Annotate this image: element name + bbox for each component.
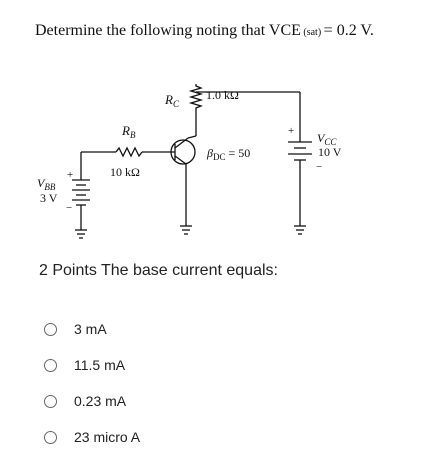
option-0-23ma[interactable]: 0.23 mA bbox=[44, 392, 140, 410]
rc-value: 1.0 kΩ bbox=[206, 88, 239, 102]
option-3ma[interactable]: 3 mA bbox=[44, 320, 140, 338]
question-text-start: Determine the following noting that V bbox=[35, 22, 281, 39]
vcc-ground-symbol bbox=[294, 225, 306, 235]
vcc-plus: + bbox=[288, 125, 294, 137]
radio-button[interactable] bbox=[44, 322, 57, 336]
vbb-battery-symbol bbox=[72, 179, 90, 206]
vbb-label: VBB bbox=[37, 176, 56, 192]
radio-button[interactable] bbox=[44, 394, 57, 408]
answer-options: 3 mA 11.5 mA 0.23 mA 23 micro A bbox=[44, 320, 140, 464]
vcc-battery-symbol bbox=[288, 141, 312, 161]
radio-button[interactable] bbox=[44, 430, 57, 444]
vce-sat-subscript: (sat) bbox=[300, 27, 324, 38]
option-11-5ma[interactable]: 11.5 mA bbox=[44, 356, 140, 374]
vbb-value: 3 V bbox=[40, 191, 58, 205]
vbb-ground-symbol bbox=[75, 229, 87, 239]
vce-label: CE bbox=[280, 22, 301, 39]
rb-resistor-symbol bbox=[115, 146, 143, 158]
question-text: Determine the following noting that VCE … bbox=[35, 22, 374, 40]
rc-resistor-symbol bbox=[188, 84, 204, 110]
option-label: 0.23 mA bbox=[74, 393, 127, 409]
vbb-plus: + bbox=[67, 169, 73, 181]
beta-label: βDC= 50 bbox=[206, 146, 250, 162]
vcc-label: VCC bbox=[317, 131, 337, 147]
rb-value: 10 kΩ bbox=[110, 165, 140, 179]
option-label: 11.5 mA bbox=[74, 357, 126, 373]
vce-value: = 0.2 V. bbox=[323, 22, 374, 39]
radio-button[interactable] bbox=[44, 358, 57, 372]
rc-label: RC bbox=[164, 92, 180, 109]
vcc-value: 10 V bbox=[318, 145, 342, 159]
vbb-minus: − bbox=[66, 202, 72, 214]
option-label: 23 micro A bbox=[74, 429, 141, 445]
option-label: 3 mA bbox=[74, 321, 107, 337]
vcc-minus: − bbox=[316, 161, 322, 173]
rb-label: RB bbox=[121, 123, 136, 140]
option-23-micro-a[interactable]: 23 micro A bbox=[44, 428, 140, 446]
emitter-ground-symbol bbox=[180, 225, 192, 235]
circuit-diagram: RC 1.0 kΩ RB 10 kΩ βDC= 50 VBB 3 V + − V… bbox=[37, 84, 342, 239]
question-prompt: 2 Points The base current equals: bbox=[39, 262, 278, 279]
